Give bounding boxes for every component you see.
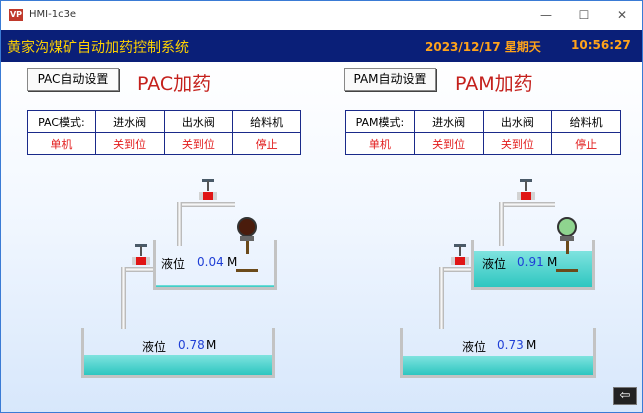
pac-feeder-value: 停止 [232, 132, 301, 155]
pam-outlet-valve-header: 出水阀 [482, 110, 553, 133]
pac-status-table: PAC模式: 进水阀 出水阀 给料机 单机 关到位 关到位 停止 [27, 110, 301, 155]
pam-lower-inlet-pipe-vertical [439, 267, 444, 329]
pam-lower-level-unit: M [526, 338, 537, 352]
pam-upper-level-label: 液位 [482, 257, 507, 271]
window-titlebar: VP HMI-1c3e — ☐ ✕ [1, 1, 642, 29]
pac-upper-inlet-pipe [177, 202, 235, 207]
pac-lower-inlet-pipe [121, 267, 153, 272]
header-bar: 黄家沟煤矿自动加药控制系统 2023/12/17 星期天 10:56:27 [1, 30, 642, 62]
pac-lower-tank-water [84, 354, 272, 375]
pam-section-title: PAM加药 [455, 73, 533, 95]
pam-upper-inlet-pipe [499, 202, 555, 207]
pac-upper-tank [153, 240, 277, 290]
pam-mixer-blade [556, 269, 578, 272]
pac-lower-valve-icon[interactable] [132, 244, 150, 268]
pam-feeder-value: 停止 [551, 132, 621, 155]
pam-upper-tank-water [474, 250, 592, 287]
pac-section-title: PAC加药 [137, 73, 212, 95]
date-display: 2023/12/17 星期天 [425, 40, 541, 54]
pac-lower-tank [81, 328, 275, 378]
time-display: 10:56:27 [571, 38, 631, 52]
pac-outlet-valve-value: 关到位 [163, 132, 234, 155]
pam-lower-valve-icon[interactable] [451, 244, 469, 268]
app-logo-icon: VP [9, 9, 23, 21]
window-title: HMI-1c3e [29, 9, 77, 20]
pac-upper-level-unit: M [227, 255, 238, 269]
maximize-button[interactable]: ☐ [578, 8, 590, 22]
pam-auto-settings-button[interactable]: PAM自动设置 [344, 68, 436, 91]
pac-upper-tank-water [156, 285, 274, 287]
pam-inlet-valve-value: 关到位 [413, 132, 484, 155]
pac-mode-header: PAC模式: [27, 110, 96, 133]
pam-lower-level-label: 液位 [462, 340, 487, 354]
pam-mode-header: PAM模式: [345, 110, 415, 133]
pac-lower-level-unit: M [206, 338, 217, 352]
pac-mode-value: 单机 [27, 132, 96, 155]
back-arrow-icon[interactable]: ⇦ [613, 387, 637, 405]
system-title: 黄家沟煤矿自动加药控制系统 [7, 40, 189, 56]
main-panel: PAC自动设置 PAC加药 PAC模式: 进水阀 出水阀 给料机 单机 关到位 … [1, 62, 642, 412]
close-button[interactable]: ✕ [616, 8, 628, 22]
pac-lower-level-label: 液位 [142, 340, 167, 354]
pam-lower-tank-water [403, 356, 593, 375]
pam-inlet-valve-header: 进水阀 [413, 110, 484, 133]
pac-lower-inlet-pipe-vertical [121, 267, 126, 329]
pam-feeder-header: 给料机 [551, 110, 621, 133]
pac-upper-level-label: 液位 [161, 257, 186, 271]
pam-status-table: PAM模式: 进水阀 出水阀 给料机 单机 关到位 关到位 停止 [345, 110, 621, 155]
pam-upper-valve-icon[interactable] [517, 179, 535, 203]
pac-mixer-motor-icon[interactable] [236, 217, 258, 255]
pam-upper-tank [471, 240, 595, 290]
pam-outlet-valve-value: 关到位 [482, 132, 553, 155]
pac-mixer-blade [236, 269, 258, 272]
pam-upper-inlet-pipe-vertical [499, 202, 504, 246]
pac-upper-level-value: 0.04 [197, 255, 224, 269]
pam-mode-value: 单机 [345, 132, 415, 155]
pac-lower-level-value: 0.78 [178, 338, 205, 352]
pac-feeder-header: 给料机 [232, 110, 301, 133]
pac-inlet-valve-value: 关到位 [94, 132, 165, 155]
pac-inlet-valve-header: 进水阀 [94, 110, 165, 133]
minimize-button[interactable]: — [540, 8, 552, 22]
pam-upper-level-value: 0.91 [517, 255, 544, 269]
pam-lower-level-value: 0.73 [497, 338, 524, 352]
pam-lower-inlet-pipe [439, 267, 471, 272]
pac-upper-inlet-pipe-vertical [177, 202, 182, 246]
pam-lower-tank [400, 328, 596, 378]
pac-outlet-valve-header: 出水阀 [163, 110, 234, 133]
pac-auto-settings-button[interactable]: PAC自动设置 [27, 68, 119, 91]
pam-mixer-motor-icon[interactable] [556, 217, 578, 255]
pam-upper-level-unit: M [547, 255, 558, 269]
pac-upper-valve-icon[interactable] [199, 179, 217, 203]
